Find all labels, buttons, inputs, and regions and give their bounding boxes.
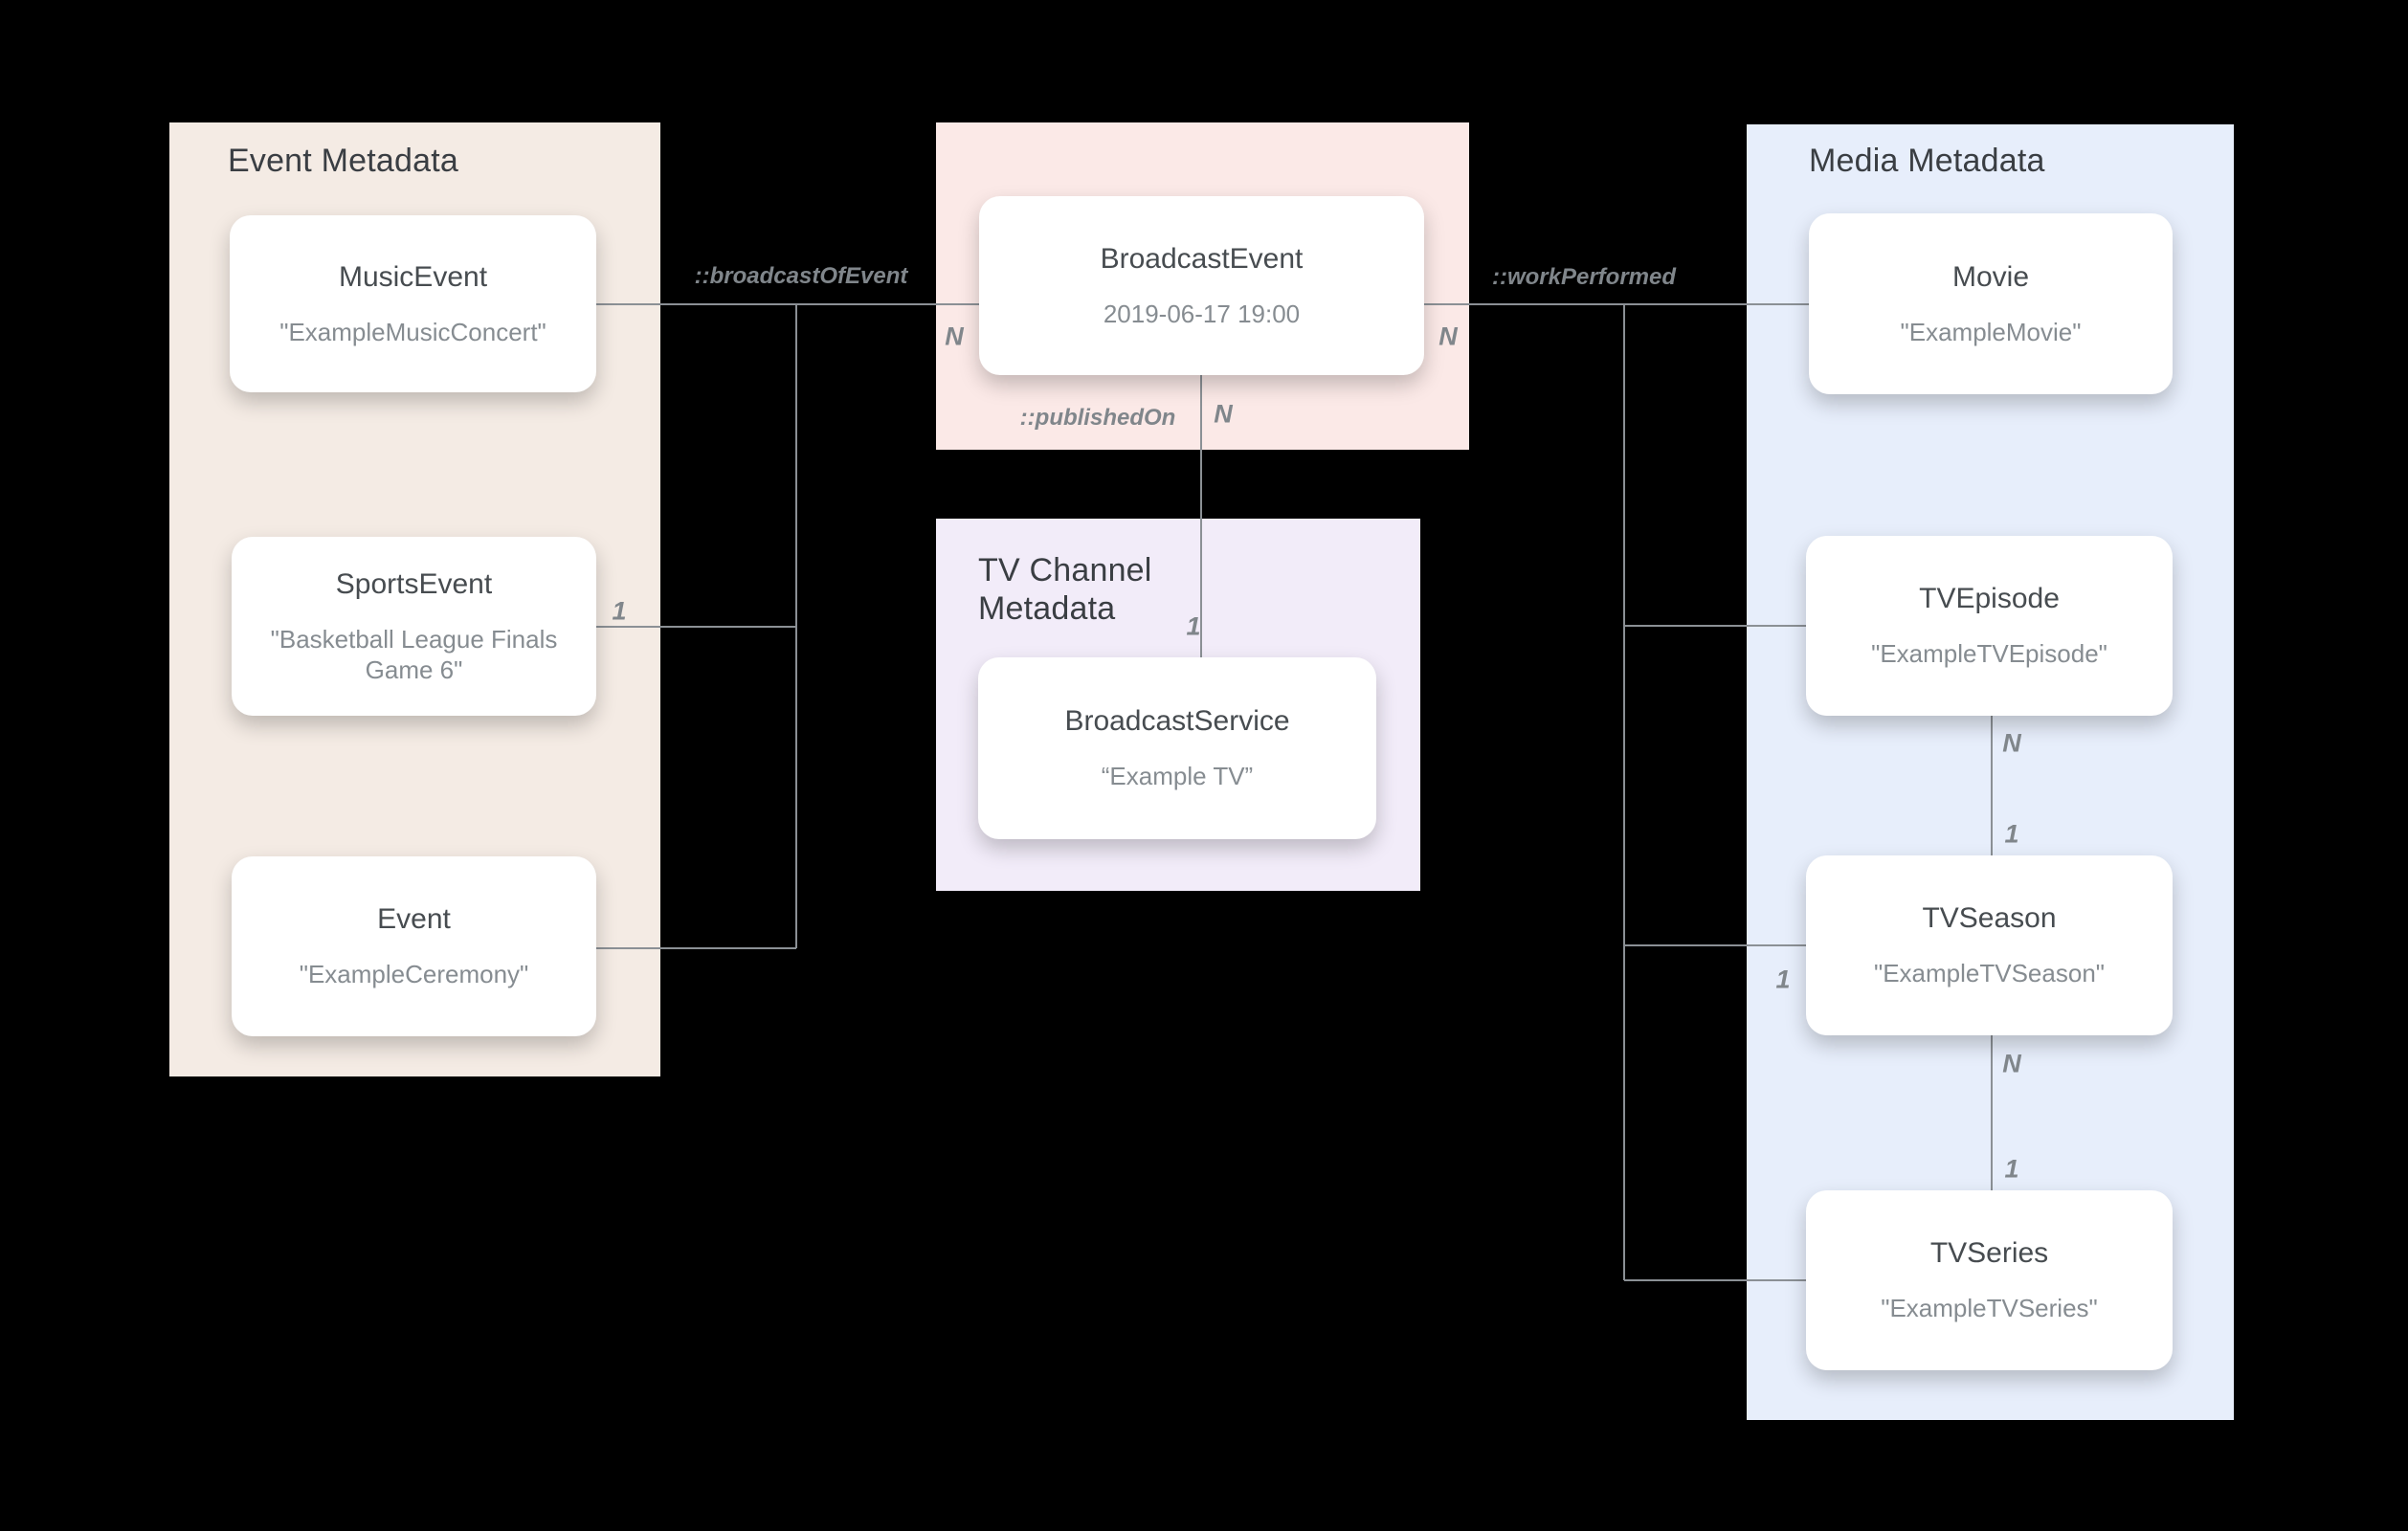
sportsevent-value: "Basketball League Finals Game 6"	[270, 624, 558, 684]
broadcastservice-value: “Example TV”	[1101, 762, 1254, 790]
cardinality-1-tvseason-left: 1	[1775, 965, 1791, 994]
musicevent-value: "ExampleMusicConcert"	[279, 317, 546, 346]
cardinality-1-season-series: 1	[2004, 1154, 2019, 1184]
cardinality-1-broadcastservice: 1	[1186, 611, 1201, 641]
cardinality-1-sportsevent: 1	[612, 596, 627, 626]
tvseason-title: TVSeason	[1922, 902, 2057, 934]
tvseason-value: "ExampleTVSeason"	[1873, 959, 2106, 987]
movie-value: "ExampleMovie"	[1900, 317, 2082, 346]
cardinality-n-broadcastevent-right: N	[1438, 322, 1458, 351]
musicevent-title: MusicEvent	[338, 260, 488, 293]
tvepisode-title: TVEpisode	[1919, 583, 2060, 614]
media-metadata-title: Media Metadata	[1809, 143, 2045, 179]
broadcastservice-card: BroadcastService “Example TV”	[978, 657, 1376, 839]
event-metadata-title: Event Metadata	[228, 143, 458, 179]
cardinality-n-broadcastevent-left: N	[945, 322, 964, 351]
movie-card: Movie "ExampleMovie"	[1809, 213, 2173, 394]
cardinality-n-publishedon: N	[1214, 399, 1233, 429]
musicevent-card: MusicEvent "ExampleMusicConcert"	[230, 215, 596, 392]
broadcastofevent-label: ::broadcastOfEvent	[694, 263, 908, 289]
broadcastevent-card: BroadcastEvent 2019-06-17 19:00	[979, 196, 1424, 375]
tv-channel-metadata-title: TV Channel Metadata	[978, 552, 1152, 627]
broadcastevent-value: 2019-06-17 19:00	[1103, 299, 1301, 328]
event-value: "ExampleCeremony"	[299, 960, 529, 988]
tvepisode-card: TVEpisode "ExampleTVEpisode"	[1806, 536, 2173, 716]
cardinality-1-episode-season: 1	[2004, 819, 2019, 849]
event-card: Event "ExampleCeremony"	[232, 856, 596, 1036]
publishedon-label: ::publishedOn	[1019, 405, 1176, 431]
workperformed-label: ::workPerformed	[1491, 264, 1677, 290]
sportsevent-title: SportsEvent	[335, 567, 493, 600]
tvseason-card: TVSeason "ExampleTVSeason"	[1806, 855, 2173, 1035]
tvseries-title: TVSeries	[1929, 1237, 2049, 1269]
tvseries-value: "ExampleTVSeries"	[1881, 1294, 2098, 1322]
cardinality-n-season-series: N	[2002, 1049, 2021, 1078]
broadcastevent-title: BroadcastEvent	[1100, 242, 1304, 275]
tvseries-card: TVSeries "ExampleTVSeries"	[1806, 1190, 2173, 1370]
broadcastservice-title: BroadcastService	[1064, 705, 1290, 737]
cardinality-n-episode-season: N	[2002, 728, 2021, 758]
tvepisode-value: "ExampleTVEpisode"	[1871, 639, 2107, 668]
movie-title: Movie	[1951, 260, 2030, 293]
sportsevent-card: SportsEvent "Basketball League Finals Ga…	[232, 537, 596, 716]
event-title: Event	[377, 903, 451, 935]
